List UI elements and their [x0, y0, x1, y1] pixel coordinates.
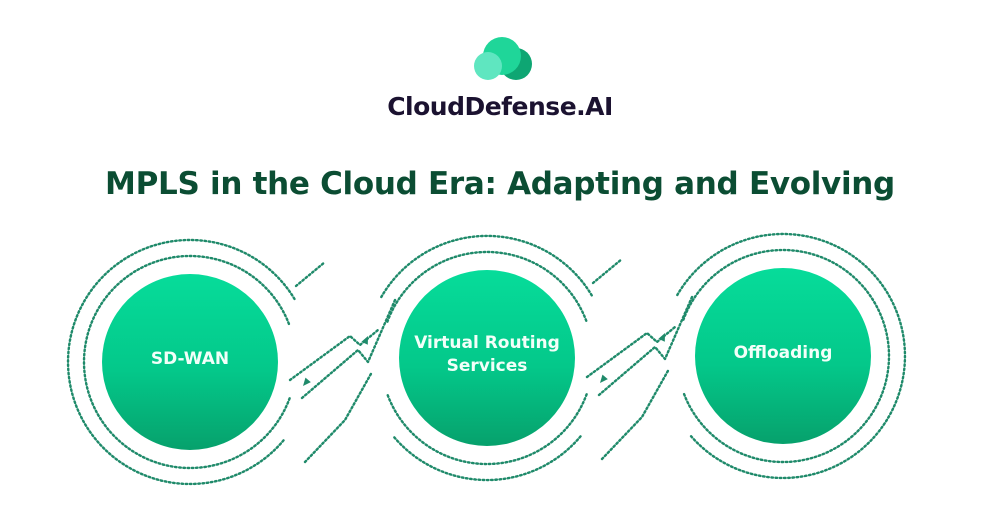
arrow-icon — [600, 374, 608, 383]
arrow-icon — [361, 336, 368, 345]
ring-inner-offloading — [682, 248, 891, 464]
node-label-line: SD-WAN — [150, 348, 230, 369]
arrow-icon — [303, 377, 311, 386]
connector-tail-1 — [303, 370, 374, 464]
node-offloading — [695, 268, 871, 444]
ring-outer-bottom-virtual-routing — [392, 435, 582, 482]
brand-name: CloudDefense.AI — [387, 92, 613, 121]
connector-tail-2 — [600, 367, 671, 461]
node-label-line: Offloading — [733, 342, 833, 363]
connector-upper-1 — [288, 328, 380, 382]
node-label: SD-WAN — [102, 348, 278, 371]
node-label-line: Services — [446, 356, 528, 376]
node-label-line: Virtual Routing — [414, 333, 560, 353]
connector-strand — [294, 260, 327, 288]
ring-inner-top-virtual-routing — [386, 250, 588, 323]
ring-outer-offloading — [676, 232, 907, 480]
ring-inner-bottom-virtual-routing — [386, 393, 588, 466]
node-sd-wan — [102, 274, 278, 450]
connector-strand — [591, 257, 624, 285]
brand-logo: CloudDefense.AI — [0, 36, 1000, 126]
connector-upper-2 — [585, 325, 677, 379]
arrow-icon — [658, 333, 665, 342]
ring-outer-sd-wan — [66, 238, 297, 486]
node-label: Offloading — [695, 342, 871, 365]
ring-outer-top-virtual-routing — [380, 234, 594, 299]
connector-lower-2 — [597, 295, 694, 397]
node-virtual-routing-services — [399, 270, 575, 446]
connector-lower-1 — [300, 298, 397, 400]
cloud-logo-icon — [474, 37, 532, 80]
ring-inner-sd-wan — [82, 254, 291, 470]
page-title: MPLS in the Cloud Era: Adapting and Evol… — [105, 166, 895, 202]
